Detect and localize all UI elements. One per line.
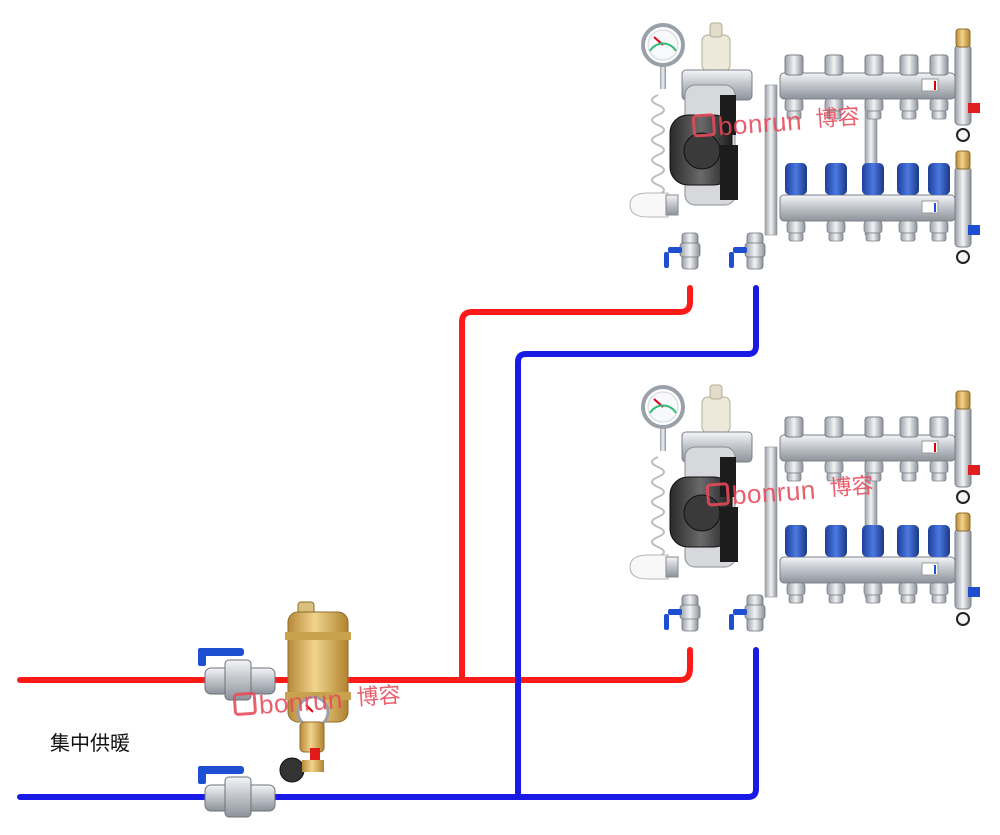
watermark-lower: bonrun 博容 (232, 683, 402, 720)
return-pipe-riser (515, 285, 759, 800)
watermark-latin: bonrun (717, 106, 803, 142)
watermark-chinese: 博容 (829, 474, 875, 502)
watermark-latin: bonrun (731, 475, 817, 511)
watermark-upper: bonrun 博容 (691, 104, 861, 142)
watermark-latin: bonrun (258, 684, 344, 720)
manifold-station-upper (630, 23, 980, 269)
dirt-separator-icon (279, 601, 351, 783)
supply-pipe-riser (459, 285, 693, 683)
watermark-chinese: 博容 (356, 683, 402, 711)
return-ball-valve (198, 766, 276, 818)
manifold-station-lower (630, 385, 980, 631)
supply-ball-valve (198, 648, 276, 701)
watermark-chinese: 博容 (815, 104, 861, 132)
central-heating-label: 集中供暖 (50, 731, 130, 755)
watermark-middle: bonrun 博容 (705, 474, 875, 511)
supply-pipe-main (17, 647, 693, 683)
return-pipe-main (17, 647, 759, 800)
